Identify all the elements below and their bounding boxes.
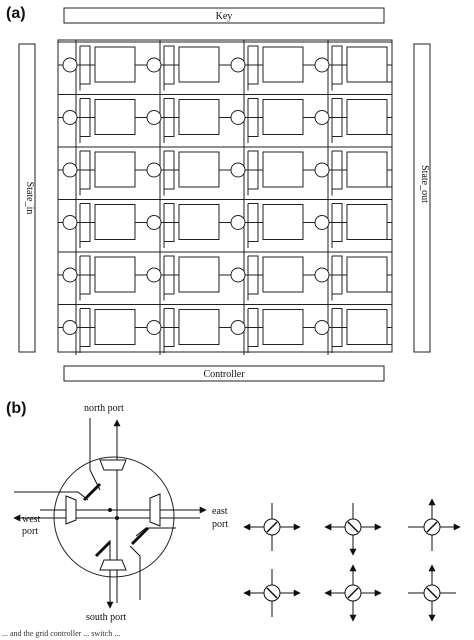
west-mirror — [65, 495, 77, 525]
processing-cell-r5-c2 — [178, 256, 220, 293]
south-mirror — [99, 559, 127, 571]
processing-cell-r3-c4 — [346, 151, 388, 188]
switch-node-r2-c1 — [62, 110, 78, 125]
switch-node-r3-c2 — [146, 162, 162, 178]
state-in-bar: State_in — [18, 43, 36, 353]
switch-config-2 — [324, 503, 382, 556]
switch-node-r6-c2 — [146, 320, 162, 335]
switch-node-r2-c2 — [146, 110, 162, 125]
switch-node-r3-c3 — [230, 162, 246, 178]
mirror-se — [130, 526, 150, 546]
processing-cell-r6-c3 — [262, 309, 304, 345]
processing-cell-r5-c3 — [262, 256, 304, 293]
switch-node-r6-c3 — [230, 320, 246, 335]
north-mirror — [99, 459, 127, 471]
switch-config-1 — [243, 503, 301, 551]
switch-node-r5-c4 — [314, 267, 330, 283]
switch-node-r3-c1 — [62, 162, 78, 178]
panel-a-label: (a) — [6, 5, 26, 22]
mirror-sw — [94, 540, 112, 558]
key-label: Key — [216, 11, 233, 22]
processing-cell-r1-c2 — [178, 46, 220, 83]
switch-node-r1-c3 — [230, 57, 246, 73]
key-bar: Key — [63, 7, 385, 24]
west-port-label-1: west — [22, 514, 41, 525]
switch-node-r5-c3 — [230, 267, 246, 283]
processing-cell-r3-c3 — [262, 151, 304, 188]
east-port-label-2: port — [212, 519, 228, 530]
processing-cell-r5-c1 — [94, 256, 136, 293]
switch-node-r3-c4 — [314, 162, 330, 178]
switch-node-r4-c2 — [146, 215, 162, 230]
state-out-label: State_out — [419, 165, 430, 203]
west-port-label-2: port — [22, 526, 38, 537]
north-port-label: north port — [84, 403, 124, 414]
switch-config-5 — [324, 564, 382, 622]
state-in-label: State_in — [24, 182, 35, 215]
processing-cell-r5-c4 — [346, 256, 388, 293]
east-mirror — [149, 493, 161, 527]
mirror-nw — [82, 482, 102, 502]
processing-cell-r2-c3 — [262, 99, 304, 135]
controller-label: Controller — [203, 369, 245, 380]
processing-cell-r1-c3 — [262, 46, 304, 83]
processing-cell-r4-c2 — [178, 204, 220, 240]
panel-b-label: (b) — [6, 400, 26, 417]
controller-bar: Controller — [63, 365, 385, 382]
switch-detail: north port west port east port south por… — [13, 403, 228, 623]
switch-node-r2-c3 — [230, 110, 246, 125]
switch-config-6 — [408, 564, 456, 622]
switch-node-r4-c4 — [314, 215, 330, 230]
processing-cell-r2-c2 — [178, 99, 220, 135]
processing-cell-r4-c4 — [346, 204, 388, 240]
switch-node-r4-c3 — [230, 215, 246, 230]
switch-node-r1-c2 — [146, 57, 162, 73]
switch-node-r1-c4 — [314, 57, 330, 73]
switch-grid — [57, 39, 393, 355]
grid-frame — [57, 39, 393, 353]
switch-node-r5-c2 — [146, 267, 162, 283]
state-out-bar: State_out — [413, 43, 431, 353]
switch-node-r2-c4 — [314, 110, 330, 125]
switch-config-3 — [408, 498, 461, 551]
processing-cell-r4-c3 — [262, 204, 304, 240]
switch-node-r4-c1 — [62, 215, 78, 230]
processing-cell-r3-c2 — [178, 151, 220, 188]
switch-configurations — [243, 498, 461, 622]
switch-node-r5-c1 — [62, 267, 78, 283]
east-port-label-1: east — [212, 506, 228, 517]
processing-cell-r2-c4 — [346, 99, 388, 135]
processing-cell-r6-c4 — [346, 309, 388, 345]
processing-cell-r4-c1 — [94, 204, 136, 240]
processing-cell-r6-c1 — [94, 309, 136, 345]
switch-node-r6-c4 — [314, 320, 330, 335]
processing-cell-r1-c1 — [94, 46, 136, 83]
south-port-label: south port — [86, 612, 127, 623]
switch-config-4 — [243, 569, 301, 617]
processing-cell-r1-c4 — [346, 46, 388, 83]
switch-node-r1-c1 — [62, 57, 78, 73]
switch-node-r6-c1 — [62, 320, 78, 335]
processing-cell-r3-c1 — [94, 151, 136, 188]
switch-circle — [53, 456, 175, 578]
figure-caption: ... and the grid controller ... switch .… — [2, 629, 120, 638]
processing-cell-r2-c1 — [94, 99, 136, 135]
processing-cell-r6-c2 — [178, 309, 220, 345]
